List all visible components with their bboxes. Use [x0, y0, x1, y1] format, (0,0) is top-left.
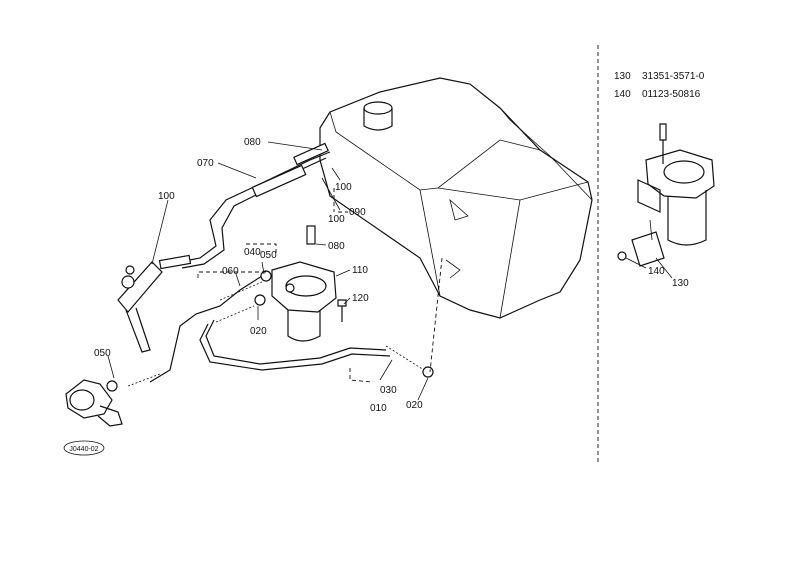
leader-lines	[107, 141, 429, 401]
part-ref-140: 140	[614, 89, 631, 100]
part-number-140: 01123-50816	[642, 89, 701, 100]
callout-060: 060	[222, 266, 239, 277]
callout-070: 070	[197, 158, 214, 169]
bolt-120	[337, 299, 347, 322]
fuel-filter	[254, 261, 337, 342]
callout-050-lower: 050	[94, 348, 111, 359]
callout-080-top: 080	[244, 137, 261, 148]
callout-120: 120	[352, 293, 369, 304]
callout-100-tank: 100	[335, 182, 352, 193]
guide-line	[429, 257, 443, 373]
callout-030: 030	[380, 385, 397, 396]
fuel-line-return-inner	[199, 323, 391, 371]
callout-140: 140	[648, 266, 665, 277]
clamp-020	[422, 366, 434, 378]
drawing-id: J0440-02	[69, 446, 98, 453]
callout-020-center: 020	[250, 326, 267, 337]
hose-020a	[215, 305, 255, 323]
fuel-pump	[65, 379, 123, 427]
filter-detail	[617, 123, 715, 279]
fuel-injector	[117, 261, 163, 353]
parts-list: 130 31351-3571-0 140 01123-50816	[614, 71, 705, 100]
drawing-id-stamp: J0440-02	[63, 440, 105, 456]
hose-100-left	[158, 254, 192, 270]
callout-090: 090	[349, 207, 366, 218]
callout-010: 010	[370, 403, 387, 414]
hose-080-mid	[306, 225, 316, 245]
part-number-130: 31351-3571-0	[642, 71, 705, 82]
callout-100-mid: 100	[328, 214, 345, 225]
callout-050-upper: 050	[260, 250, 277, 261]
hose-080-top	[293, 142, 329, 166]
fuel-tank	[319, 77, 593, 319]
callout-130: 130	[672, 278, 689, 289]
hose-050-lower	[127, 373, 161, 387]
callout-020-right: 020	[406, 400, 423, 411]
callout-080-mid: 080	[328, 241, 345, 252]
callout-110: 110	[352, 265, 368, 276]
fuel-line-return	[205, 319, 387, 365]
part-ref-130: 130	[614, 71, 631, 82]
callout-100-left: 100	[158, 191, 175, 202]
callout-040: 040	[244, 247, 261, 258]
fuel-line-upper	[179, 151, 331, 263]
hose-030	[385, 345, 425, 371]
fuel-line-lower	[149, 275, 263, 383]
hose-070	[251, 164, 307, 198]
